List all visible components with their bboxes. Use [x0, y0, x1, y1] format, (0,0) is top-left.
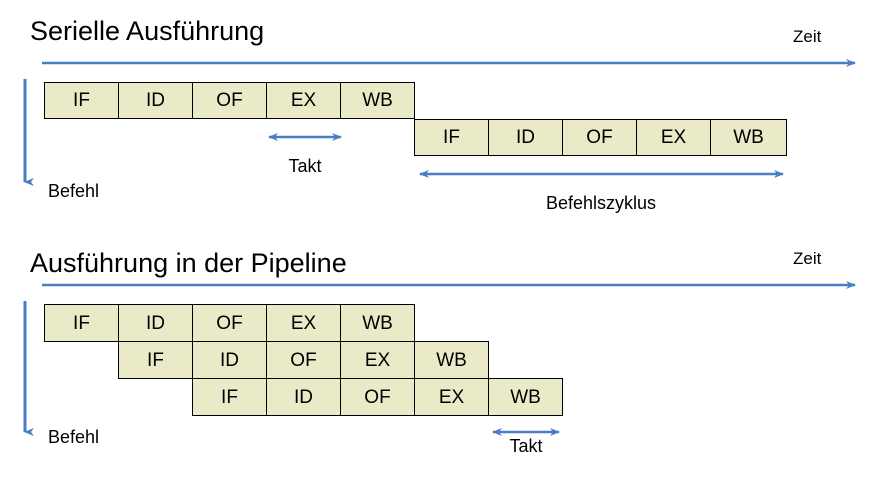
stage-cell-of[interactable]: OF: [266, 341, 341, 379]
serial-time-axis-label: Zeit: [793, 27, 822, 46]
serial-befehlszyklus-label: Befehlszyklus: [545, 193, 657, 213]
serial-instruction-axis-label: Befehl: [48, 181, 100, 201]
pipeline-section-title: Ausführung in der Pipeline: [30, 248, 347, 278]
stage-cell-ex[interactable]: EX: [266, 82, 341, 119]
serial-section-title: Serielle Ausführung: [30, 16, 265, 46]
stage-cell-if[interactable]: IF: [44, 82, 119, 119]
pipeline-time-axis-label: Zeit: [793, 249, 822, 268]
stage-cell-ex[interactable]: EX: [266, 304, 341, 342]
stage-cell-if[interactable]: IF: [414, 119, 489, 156]
stage-cell-of[interactable]: OF: [192, 82, 267, 119]
serial-takt-label: Takt: [288, 156, 322, 176]
stage-cell-ex[interactable]: EX: [636, 119, 711, 156]
stage-cell-wb[interactable]: WB: [488, 378, 563, 416]
stage-cell-id[interactable]: ID: [488, 119, 563, 156]
stage-cell-wb[interactable]: WB: [414, 341, 489, 379]
stage-cell-id[interactable]: ID: [192, 341, 267, 379]
stage-cell-ex[interactable]: EX: [340, 341, 415, 379]
stage-cell-of[interactable]: OF: [562, 119, 637, 156]
stage-cell-of[interactable]: OF: [192, 304, 267, 342]
pipeline-takt-label: Takt: [509, 436, 543, 456]
stage-cell-id[interactable]: ID: [118, 304, 193, 342]
stage-cell-of[interactable]: OF: [340, 378, 415, 416]
stage-cell-wb[interactable]: WB: [340, 304, 415, 342]
stage-cell-wb[interactable]: WB: [340, 82, 415, 119]
stage-cell-ex[interactable]: EX: [414, 378, 489, 416]
pipeline-instruction-axis-label: Befehl: [48, 427, 100, 447]
stage-cell-id[interactable]: ID: [118, 82, 193, 119]
stage-cell-if[interactable]: IF: [192, 378, 267, 416]
stage-cell-if[interactable]: IF: [118, 341, 193, 379]
stage-cell-if[interactable]: IF: [44, 304, 119, 342]
stage-cell-id[interactable]: ID: [266, 378, 341, 416]
stage-cell-wb[interactable]: WB: [710, 119, 787, 156]
